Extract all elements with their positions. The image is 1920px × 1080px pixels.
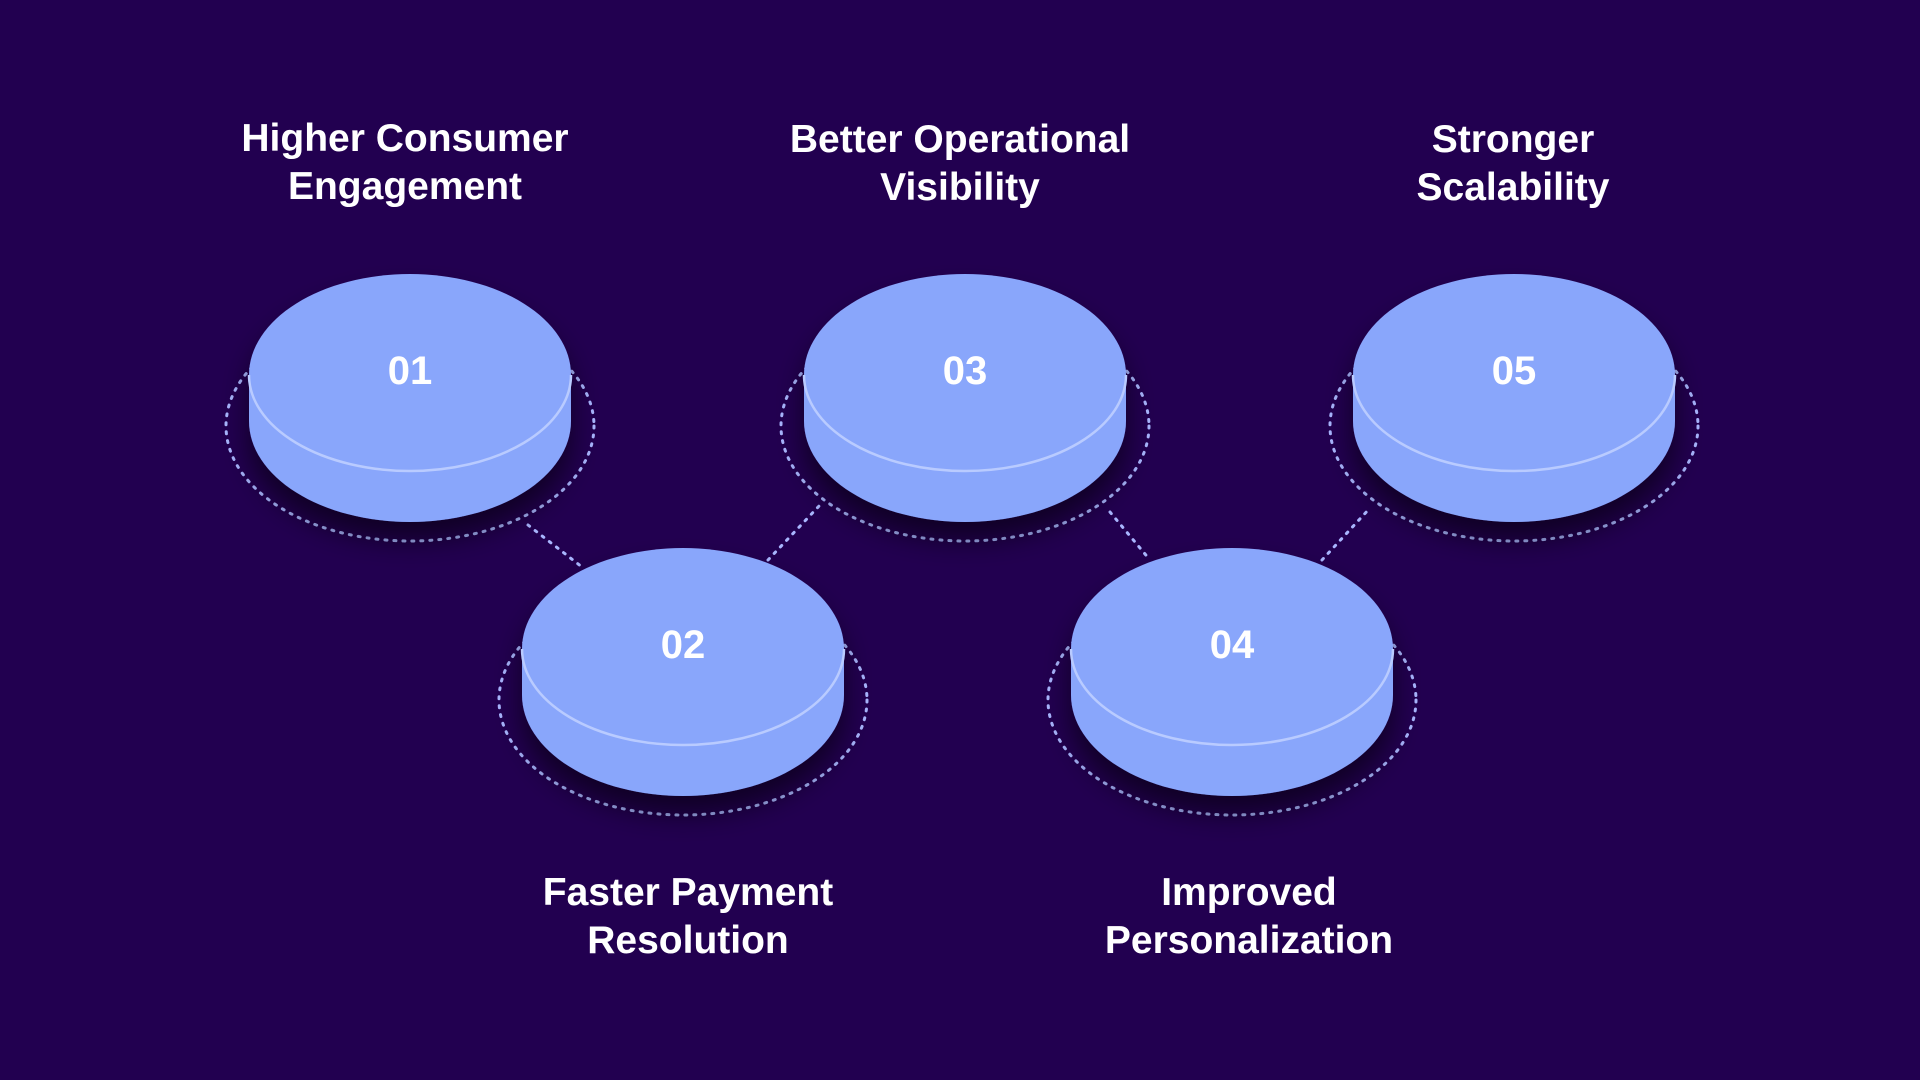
step-label-05: Stronger Scalability (1416, 118, 1610, 209)
connector-04-05 (1320, 506, 1372, 562)
disc-edge (1351, 374, 1677, 473)
disc-top (1071, 548, 1393, 750)
step-number: 04 (1210, 623, 1255, 667)
disc-top (804, 274, 1126, 476)
step-disc-03: 03 (779, 274, 1151, 543)
disc-edge (247, 374, 573, 473)
step-number: 02 (661, 623, 706, 667)
connector-03-04 (1108, 510, 1152, 562)
step-disc-01: 01 (224, 274, 596, 543)
disc-edge (802, 374, 1128, 473)
step-disc-05: 05 (1328, 274, 1700, 543)
disc-top (522, 548, 844, 750)
connectors (526, 503, 1372, 569)
step-disc-04: 04 (1046, 548, 1418, 817)
step-disc-02: 02 (497, 548, 869, 817)
step-label-02: Faster Payment Resolution (542, 871, 834, 962)
disc-edge (520, 648, 846, 747)
step-label-03: Better Operational Visibility (789, 118, 1131, 209)
step-label-01: Higher Consumer Engagement (241, 117, 569, 208)
disc-top (249, 274, 571, 476)
connector-01-02 (526, 523, 584, 569)
step-number: 01 (388, 349, 433, 393)
disc-top (1353, 274, 1675, 476)
step-number: 05 (1492, 349, 1537, 393)
step-number: 03 (943, 349, 988, 393)
step-label-04: Improved Personalization (1104, 871, 1394, 962)
disc-edge (1069, 648, 1395, 747)
connector-02-03 (766, 503, 822, 562)
